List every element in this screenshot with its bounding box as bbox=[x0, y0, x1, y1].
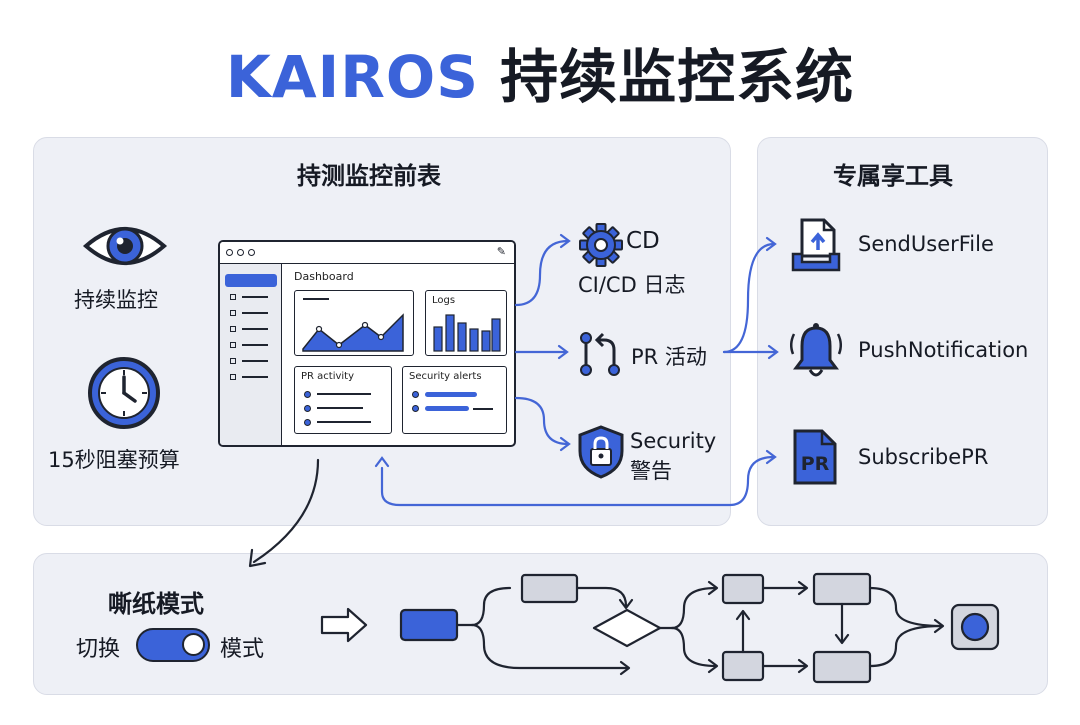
toggle-knob bbox=[182, 633, 205, 656]
shield-lock-icon bbox=[578, 425, 624, 479]
logs-label: Logs bbox=[432, 295, 456, 306]
feature-label-budget: 15秒阻塞预算 bbox=[48, 448, 180, 472]
title-brand: KAIROS bbox=[225, 43, 479, 111]
area-chart bbox=[302, 313, 404, 352]
window-dot-1 bbox=[226, 249, 233, 256]
alert-line bbox=[473, 408, 493, 410]
area-chart-card bbox=[294, 290, 414, 356]
mode-toggle[interactable] bbox=[136, 628, 210, 662]
toggle-prefix: 切换 bbox=[76, 637, 121, 662]
pr-file-glyph: PR bbox=[800, 453, 830, 475]
pr-activity-label: PR activity bbox=[301, 371, 355, 382]
sidebar-item bbox=[230, 358, 236, 364]
toggle-suffix: 模式 bbox=[220, 637, 265, 662]
pr-dot bbox=[304, 405, 311, 412]
sidebar-item bbox=[230, 294, 236, 300]
pr-file-icon bbox=[793, 429, 837, 485]
clock-icon bbox=[88, 357, 160, 429]
window-sidebar bbox=[220, 264, 282, 445]
dashboard-window: ✎ Dashboard Logs bbox=[218, 240, 516, 447]
eye-icon bbox=[82, 227, 168, 265]
security-stream-label-2: 警告 bbox=[630, 459, 672, 483]
alert-bar bbox=[425, 406, 469, 411]
pr-dot bbox=[304, 419, 311, 426]
sidebar-line bbox=[242, 312, 268, 314]
title-rest: 持续监控系统 bbox=[478, 43, 855, 111]
alert-bar bbox=[425, 392, 477, 397]
sidebar-line bbox=[242, 376, 268, 378]
pr-activity-stream-label: PR 活动 bbox=[631, 345, 707, 369]
tools-heading: 专属享工具 bbox=[833, 162, 953, 190]
dashboard-title: Dashboard bbox=[294, 270, 354, 283]
merge-icon bbox=[580, 332, 620, 376]
flow-heading: 嘶纸模式 bbox=[108, 590, 204, 618]
sidebar-line bbox=[242, 344, 268, 346]
sidebar-item bbox=[230, 342, 236, 348]
flow-panel bbox=[33, 553, 1048, 695]
window-dot-3 bbox=[248, 249, 255, 256]
pr-dot bbox=[304, 391, 311, 398]
monitor-heading: 持测监控前表 bbox=[297, 162, 441, 190]
sidebar-line bbox=[242, 328, 268, 330]
file-upload-icon bbox=[791, 218, 841, 272]
sidebar-item bbox=[230, 326, 236, 332]
pr-line bbox=[317, 393, 371, 395]
sidebar-line bbox=[242, 296, 268, 298]
sidebar-item bbox=[230, 374, 236, 380]
alert-dot bbox=[412, 405, 419, 412]
tool-label-pushnotification: PushNotification bbox=[858, 338, 1029, 362]
security-alerts-label: Security alerts bbox=[409, 371, 482, 382]
bell-icon bbox=[790, 323, 842, 377]
sidebar-item-active bbox=[225, 274, 277, 287]
window-titlebar: ✎ bbox=[220, 242, 514, 264]
sidebar-line bbox=[242, 360, 268, 362]
alert-dot bbox=[412, 391, 419, 398]
feature-label-monitor: 持续监控 bbox=[74, 288, 158, 312]
security-stream-label-1: Security bbox=[630, 429, 717, 453]
gear-icon bbox=[579, 223, 623, 267]
page-title: KAIROS 持续监控系统 bbox=[0, 30, 1080, 114]
pr-line bbox=[317, 407, 363, 409]
tool-label-subscribepr: SubscribePR bbox=[858, 445, 989, 469]
cicd-label: CI/CD 日志 bbox=[578, 273, 686, 297]
window-dot-2 bbox=[237, 249, 244, 256]
pin-icon: ✎ bbox=[496, 245, 506, 258]
pr-activity-card: PR activity bbox=[294, 366, 392, 434]
card-title-line bbox=[303, 298, 329, 300]
cicd-title: CD bbox=[626, 228, 660, 254]
pr-line bbox=[317, 421, 371, 423]
logs-card: Logs bbox=[425, 290, 507, 356]
logs-bar-chart bbox=[433, 314, 501, 352]
security-alerts-card: Security alerts bbox=[402, 366, 507, 434]
tool-label-senduserfile: SendUserFile bbox=[858, 232, 994, 256]
sidebar-item bbox=[230, 310, 236, 316]
